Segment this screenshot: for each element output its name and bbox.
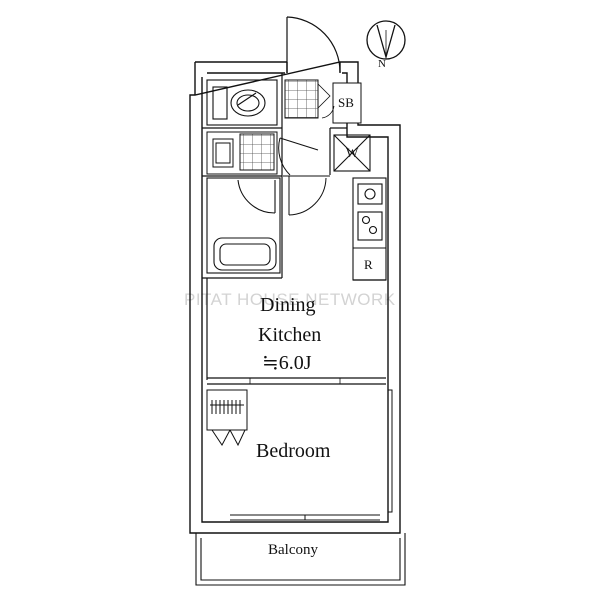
compass-label: N [378, 58, 386, 70]
closet [206, 389, 248, 447]
genkan-area [284, 79, 362, 124]
balcony-label: Balcony [268, 542, 318, 558]
fridge-label: R [364, 257, 373, 272]
bathtub-icon [206, 177, 281, 274]
outer-walls [189, 61, 401, 534]
bedroom-label: Bedroom [256, 440, 331, 462]
washer-label: W [346, 145, 359, 160]
dining-kitchen-size: ≒6.0J [262, 352, 312, 374]
washroom [206, 131, 278, 175]
dining-kitchen-line1: Dining [260, 294, 316, 316]
bedroom-window [230, 389, 393, 521]
compass-icon [366, 20, 406, 60]
shoe-box-label: SB [338, 95, 354, 110]
balcony [195, 533, 406, 586]
bathroom-door [283, 175, 330, 216]
dining-kitchen-line2: Kitchen [258, 324, 322, 346]
watermark: PITAT HOUSE NETWORK [184, 290, 396, 309]
washer-icon [333, 134, 371, 172]
toilet-icon [206, 79, 278, 126]
interior-walls [202, 73, 386, 385]
entrance-door [286, 16, 341, 73]
washroom-door [278, 137, 319, 176]
